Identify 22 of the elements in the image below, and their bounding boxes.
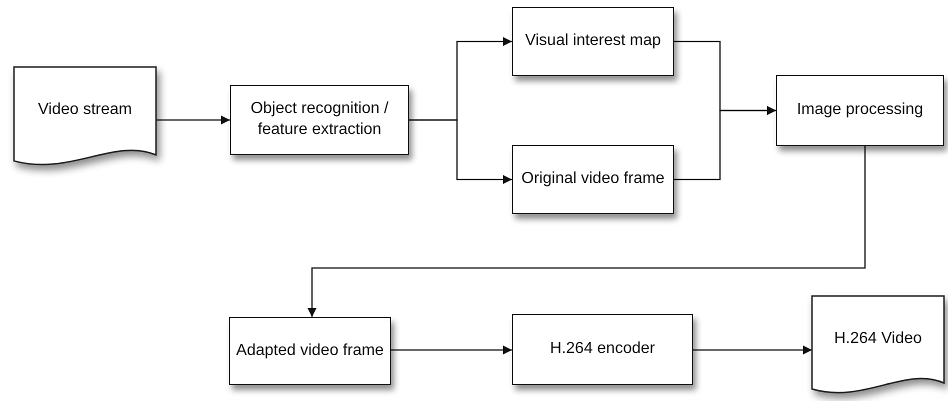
node-label: Image processing: [796, 100, 924, 120]
document-shape: [812, 296, 944, 396]
node-label: Original video frame: [520, 169, 666, 190]
process-box: [512, 314, 693, 385]
node-label: H.264 Video: [833, 328, 923, 349]
node-label: Video stream: [37, 100, 133, 120]
node-label: Object recognition / feature extraction: [250, 99, 390, 140]
arrow: [391, 346, 512, 354]
arrow: [693, 346, 812, 354]
process-box: [512, 145, 674, 214]
arrow: [308, 146, 866, 317]
arrow: [156, 116, 230, 124]
process-box: [230, 85, 409, 155]
node-label: Visual interest map: [524, 31, 662, 52]
node-label: Adapted video frame: [235, 340, 385, 361]
document-shape: [14, 67, 156, 168]
arrow: [674, 106, 776, 180]
node-label: H.264 encoder: [549, 339, 656, 360]
arrow: [409, 119, 512, 184]
process-box: [512, 7, 674, 76]
process-box: [776, 75, 944, 146]
process-box: [229, 317, 391, 385]
